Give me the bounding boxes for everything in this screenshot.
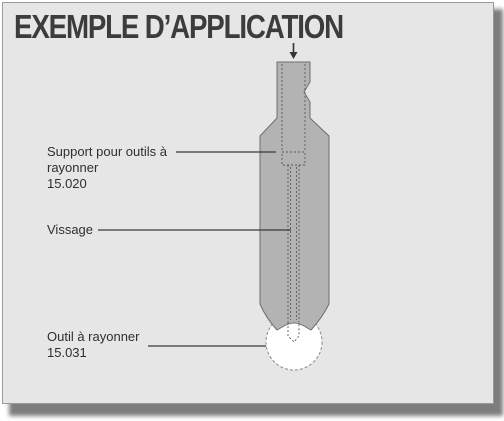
label-screwing-line1: Vissage: [47, 222, 94, 237]
label-tool-holder: Support pour outils à rayonner 15.020: [47, 144, 167, 192]
label-screwing: Vissage: [47, 222, 93, 238]
label-burnishing-tool-code: 15.031: [47, 345, 87, 360]
label-burnishing-tool: Outil à rayonner 15.031: [47, 329, 140, 361]
tool-holder-body: [259, 61, 330, 331]
label-tool-holder-code: 15.020: [47, 176, 87, 191]
threaded-bore: [281, 64, 306, 343]
label-tool-holder-line2: rayonner: [47, 160, 99, 175]
label-burnishing-tool-line1: Outil à rayonner: [47, 329, 140, 344]
arrow-down-icon: [289, 43, 298, 59]
label-tool-holder-line1: Support pour outils à: [47, 144, 167, 159]
leader-lines: [98, 151, 291, 347]
page-title: EXEMPLE D’APPLICATION: [14, 8, 344, 45]
application-example-panel: [2, 2, 494, 404]
